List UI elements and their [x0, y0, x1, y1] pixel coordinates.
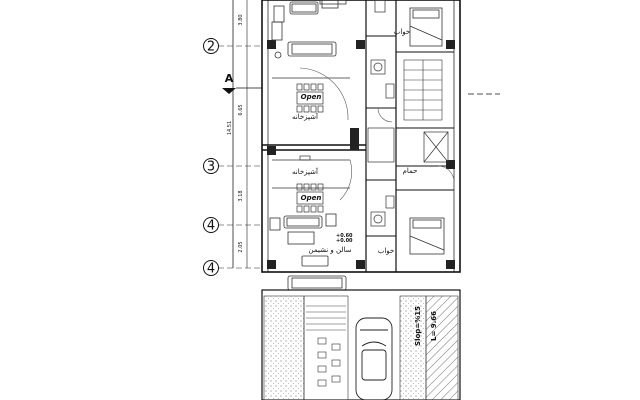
upper-living-furniture	[271, 0, 347, 59]
grid-bubble-4a	[203, 217, 219, 233]
dimension-label: 14.51	[227, 121, 233, 135]
bedroom-lower-bed	[409, 217, 445, 255]
bedroom-label-upper: خواب	[394, 28, 410, 36]
kitchen-label-upper: آشپزخانه	[292, 112, 319, 121]
grid-bubble-3	[203, 158, 219, 174]
living-room-label: سالن و نشیمن	[309, 246, 352, 254]
dimension-label: 3.18	[238, 190, 244, 201]
grid-bubble-2	[203, 38, 219, 54]
parking-area	[261, 289, 461, 400]
open-kitchen-arc	[339, 159, 352, 201]
open-label-upper: Open	[301, 93, 322, 101]
dimension-label: 6.65	[238, 104, 244, 115]
grid-axis-label: 2	[207, 40, 215, 55]
bedroom-label-lower: خواب	[378, 247, 394, 255]
level-finish: +0.60	[336, 233, 353, 239]
kitchen-label-lower: آشپزخانه	[292, 167, 319, 176]
car-icon	[355, 317, 393, 400]
grid-axis-label: 4	[207, 219, 215, 234]
grid-axis-label: 4	[207, 262, 215, 277]
bedroom-upper-bed	[409, 7, 443, 47]
level-structure: +0.00	[336, 238, 353, 244]
lower-dining-table	[296, 183, 324, 213]
section-marker: A	[222, 72, 500, 95]
upper-dining-table	[272, 77, 350, 113]
dimension-label: 2.05	[238, 241, 244, 252]
open-label-lower: Open	[301, 194, 322, 202]
door-swing	[437, 165, 455, 183]
ramp-length-label: L= 9.66	[430, 311, 438, 341]
bathroom-label: حمام	[403, 167, 418, 175]
elevator	[367, 127, 449, 163]
wet-rooms	[370, 0, 395, 227]
svg-text:A: A	[225, 72, 234, 85]
grid-axes: 2 3 4 4 3.80 14.51 6.65 3.18 2.05	[203, 0, 262, 277]
grid-bubble-4b	[203, 260, 219, 276]
structural-columns	[267, 40, 455, 269]
grid-axis-label: 3	[207, 160, 215, 175]
ramp-slope-label: Slop=%15	[414, 306, 422, 346]
open-kitchen-arc	[299, 67, 349, 121]
dimension-label: 3.80	[238, 14, 244, 25]
door-swing	[377, 107, 393, 123]
stairs	[403, 59, 443, 121]
